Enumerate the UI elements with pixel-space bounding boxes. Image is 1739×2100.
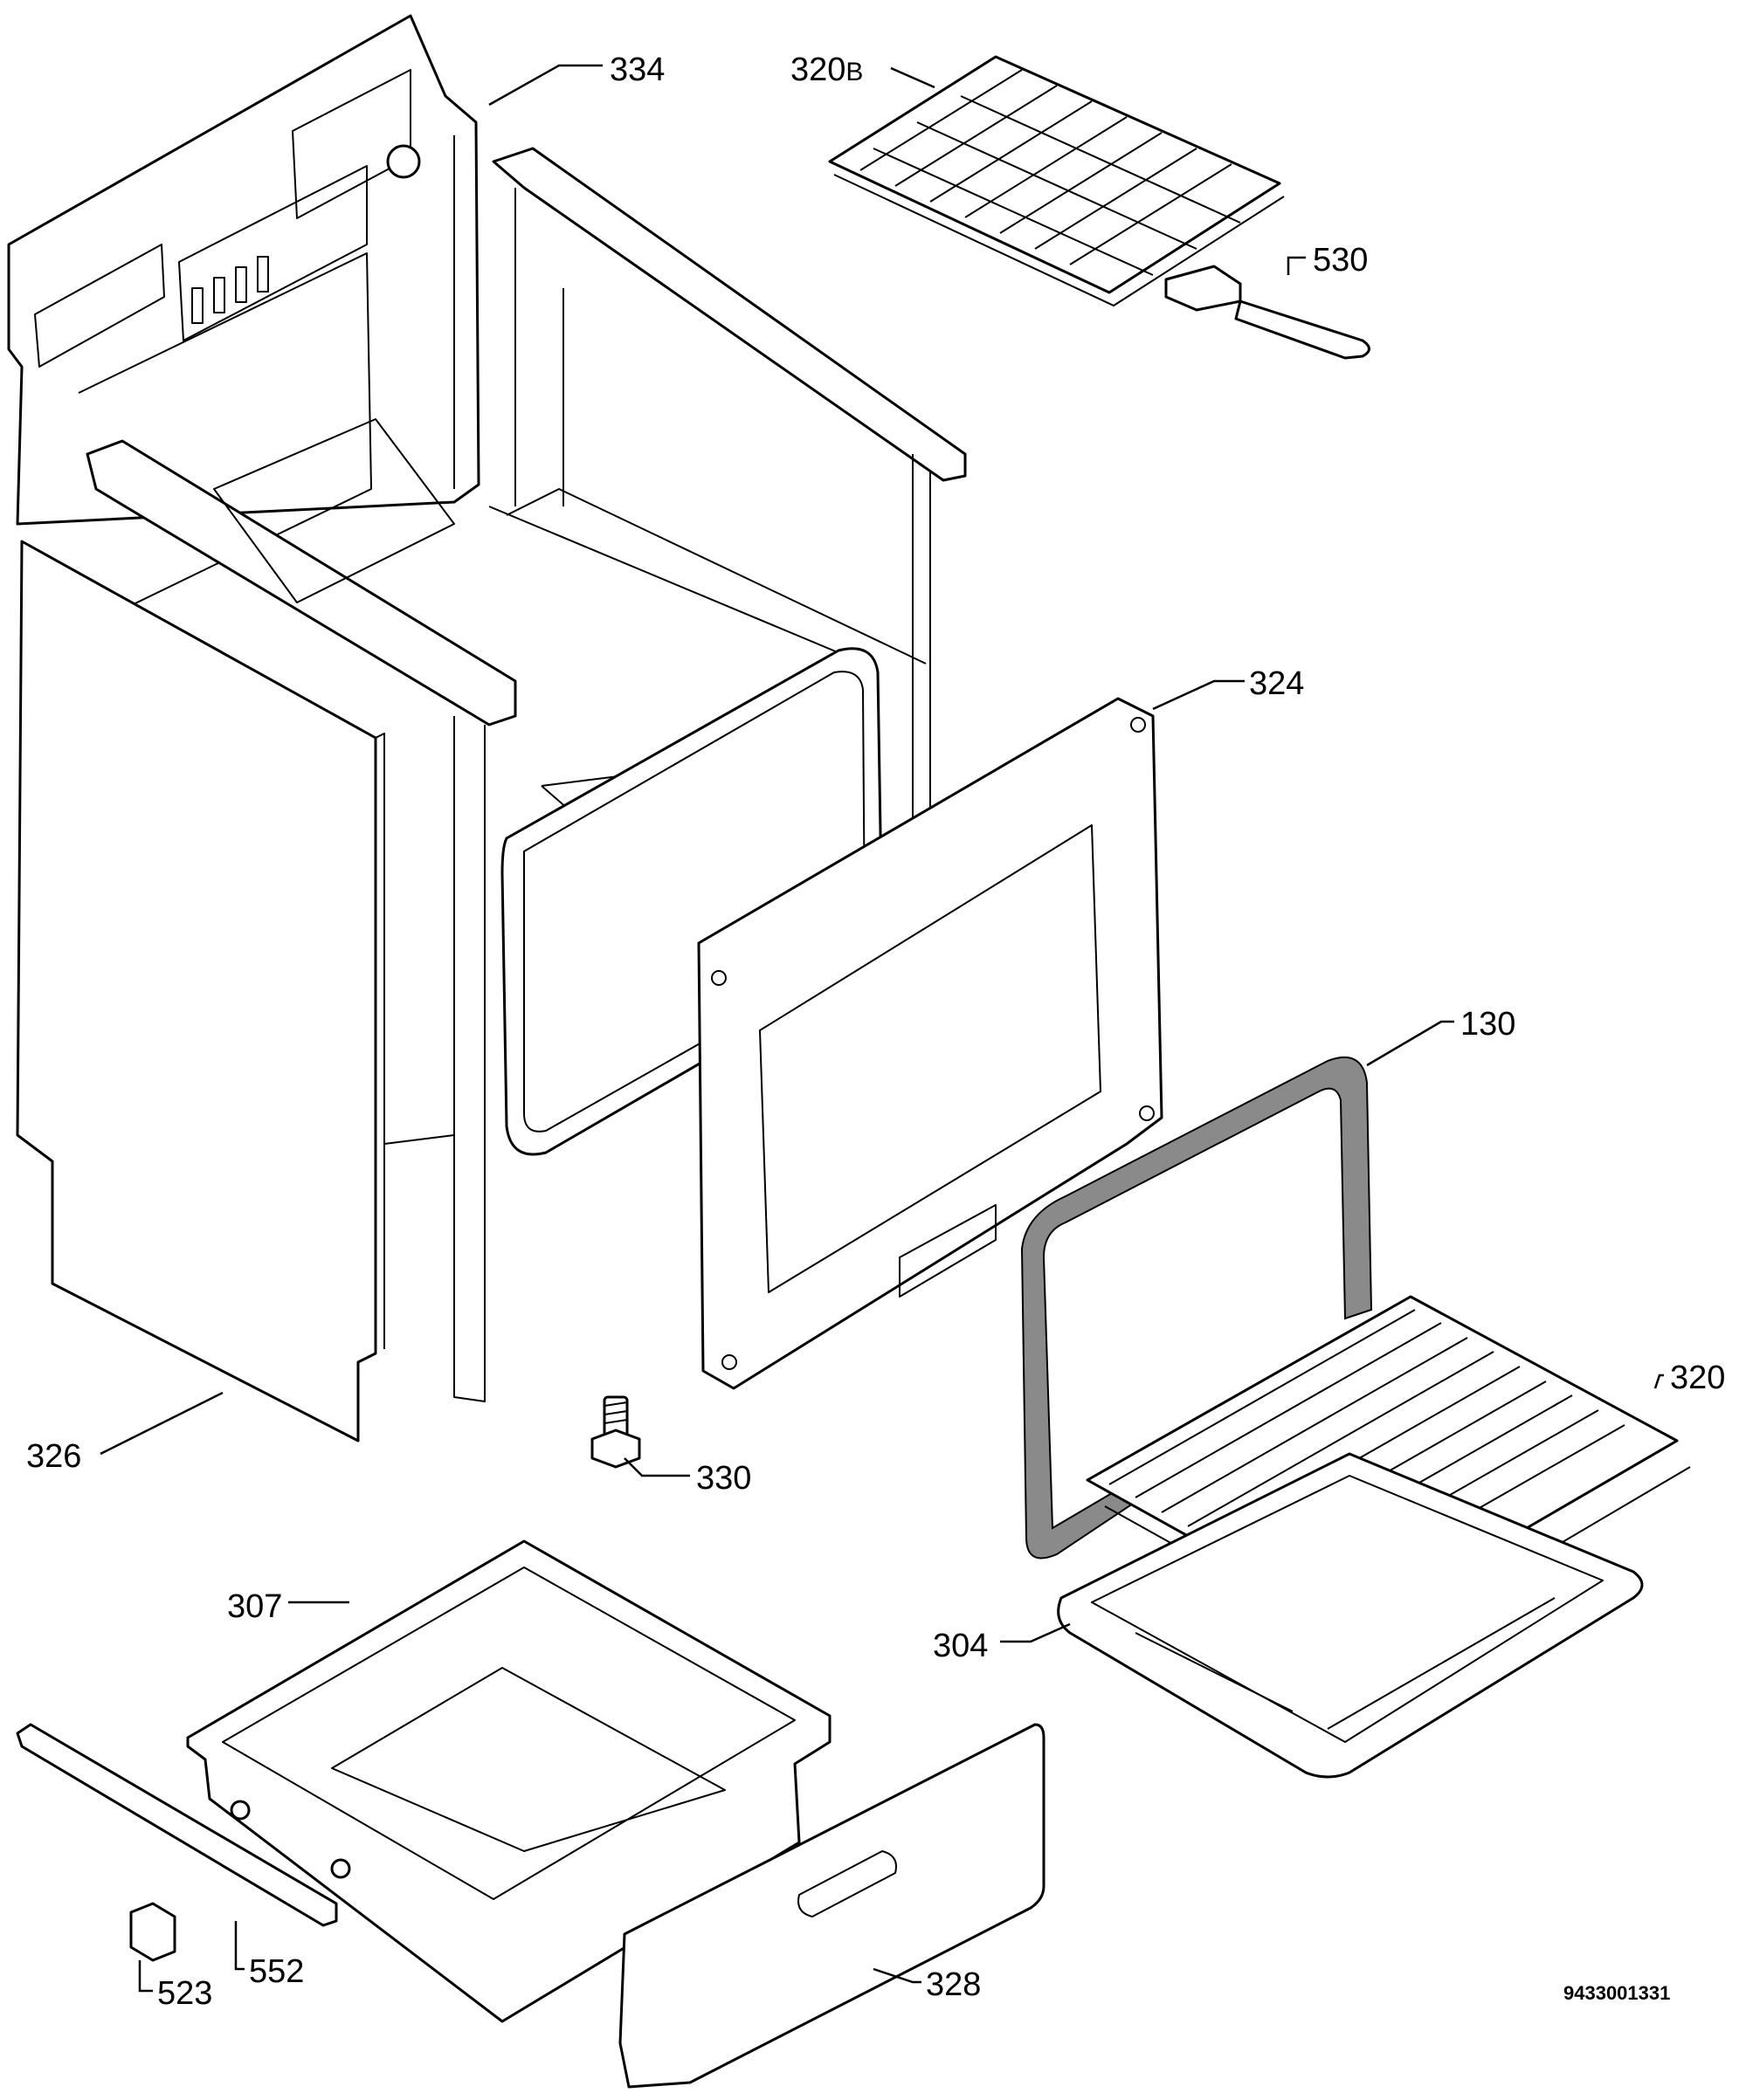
part-baking-tray xyxy=(1057,1452,1644,1779)
label-326: 326 xyxy=(26,1438,81,1475)
part-back-panel xyxy=(7,14,480,630)
part-drawer xyxy=(186,1539,832,2023)
label-552: 552 xyxy=(249,1953,304,1990)
part-shelf-handle xyxy=(1164,265,1370,360)
leader-lines xyxy=(100,64,1664,1993)
label-523: 523 xyxy=(157,1975,212,2012)
label-307: 307 xyxy=(227,1588,282,1625)
label-320b-suffix: B xyxy=(845,58,863,86)
label-330: 330 xyxy=(696,1460,751,1497)
document-id: 9433001331 xyxy=(1563,1982,1670,2004)
label-324: 324 xyxy=(1249,665,1304,702)
part-clip xyxy=(129,1902,176,1962)
part-oven-frame xyxy=(86,147,967,1402)
label-130: 130 xyxy=(1460,1006,1515,1043)
part-wire-rack-b xyxy=(828,55,1285,306)
label-320b-number: 320 xyxy=(790,52,845,88)
label-530: 530 xyxy=(1313,242,1368,279)
part-door-frame xyxy=(697,697,1163,1390)
label-304: 304 xyxy=(933,1628,988,1664)
part-side-panel xyxy=(16,540,385,1442)
part-door-gasket xyxy=(1020,1057,1373,1560)
part-bolt xyxy=(590,1395,641,1469)
label-334: 334 xyxy=(610,52,665,88)
part-drawer-front xyxy=(618,1723,1045,2089)
part-drawer-rail xyxy=(16,1723,338,1927)
label-328: 328 xyxy=(926,1966,981,2003)
label-320b: 320B xyxy=(790,52,863,88)
label-320: 320 xyxy=(1670,1360,1725,1396)
